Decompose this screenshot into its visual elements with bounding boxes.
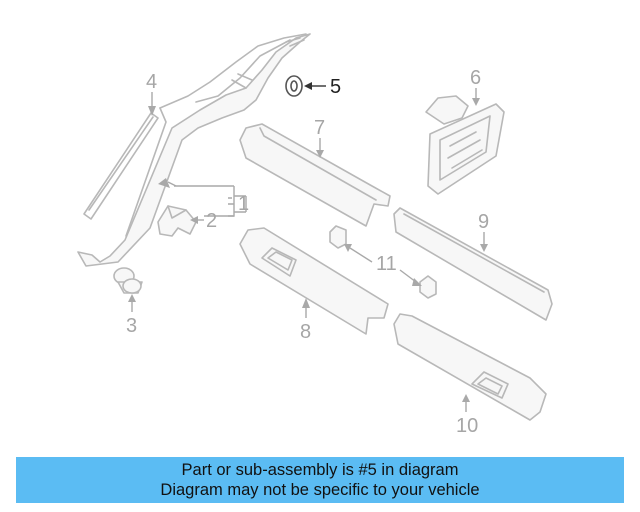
part-upper-panel [239,123,391,227]
callout-7: 7 [314,117,325,139]
part-mirror [425,95,505,195]
banner-line-1: Part or sub-assembly is #5 in diagram [181,461,459,479]
callout-3: 3 [126,315,137,337]
callout-1: 1 [238,193,249,215]
part-visor-right [393,313,547,421]
parts-diagram: 1 2 3 4 5 6 7 8 9 10 11 [77,33,553,437]
callout-4: 4 [146,71,157,93]
callout-9: 9 [478,211,489,233]
callout-11: 11 [376,253,397,275]
callout-5: 5 [330,76,341,98]
info-banner: Part or sub-assembly is #5 in diagram Di… [16,457,624,503]
part-right-panel [393,207,553,321]
part-washer [285,75,303,97]
callout-10: 10 [456,415,478,437]
part-pillar-trim [77,33,311,267]
callout-8: 8 [300,321,311,343]
part-grommet [113,267,143,294]
callout-2: 2 [206,210,217,232]
leader-lines [128,82,488,412]
part-weatherstrip [83,112,159,220]
part-clip [157,205,197,237]
part-clips [329,225,437,299]
callout-6: 6 [470,67,481,89]
part-visor-left [239,227,389,335]
banner-line-2: Diagram may not be specific to your vehi… [160,481,480,499]
